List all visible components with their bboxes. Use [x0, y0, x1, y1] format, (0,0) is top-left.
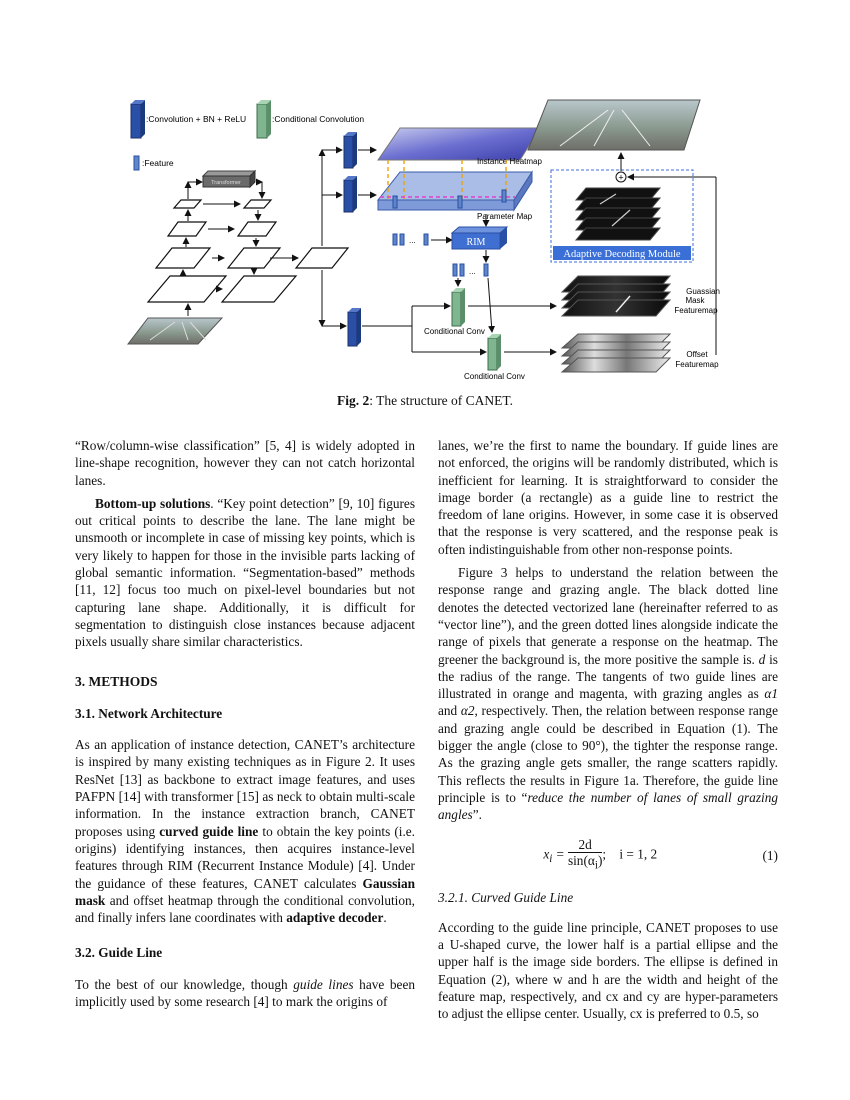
italic-term: guide lines: [293, 976, 354, 992]
legend-cond-conv-label: :Conditional Convolution: [272, 114, 364, 124]
cond-conv-arrows: [358, 146, 557, 356]
caption-label: Fig. 2: [336, 393, 370, 408]
eq-den-end: ): [597, 853, 603, 869]
rim-label: RIM: [467, 237, 486, 248]
adaptive-decoding-module-label: Adaptive Decoding Module: [563, 249, 681, 260]
conv-block-3: [347, 308, 361, 347]
feature-icon: [133, 155, 140, 171]
paragraph-text: is the radius of the range. The tangents…: [438, 651, 778, 702]
legend-conv-label: :Convolution + BN + ReLU: [146, 114, 246, 124]
subsection-heading: 3.2. Guide Line: [75, 945, 163, 961]
conv-block-2: [343, 176, 357, 213]
cond-conv-label-2: Conditional Conv: [464, 372, 525, 381]
transformer-block: Transformer: [201, 169, 257, 189]
paragraph-text: have been implicitly used by some resear…: [75, 976, 415, 1010]
cond-conv-block-2: [487, 334, 501, 371]
paragraph-text: and offset heatmap through the condition…: [75, 892, 415, 926]
gaussian-mask-label-3: Featuremap: [674, 306, 718, 315]
paragraph: To the best of our knowledge, though gui…: [75, 976, 415, 1011]
backbone-pyramid: [146, 199, 228, 303]
paragraph-text: . “Key point detection” [9, 10] figures …: [75, 495, 415, 650]
legend: :Convolution + BN + ReLU :Conditional Co…: [130, 100, 364, 171]
eq-den-sub: i: [594, 859, 598, 872]
math-symbol: d: [758, 651, 766, 667]
eq-rest: ; i = 1, 2: [602, 846, 658, 862]
eq-den-text: sin(α: [567, 853, 595, 869]
paragraph-text: ”.: [472, 807, 482, 823]
eq-numerator: 2d: [567, 837, 603, 854]
fpn-pyramid: [220, 199, 350, 303]
architecture-figure: :Convolution + BN + ReLU :Conditional Co…: [126, 99, 720, 381]
section-heading: 3. METHODS: [75, 673, 158, 689]
pyramid-arrows: [179, 146, 347, 330]
paragraph: “Row/column-wise classification” [5, 4] …: [75, 438, 415, 488]
gaussian-mask-label-2: Mask: [685, 296, 705, 305]
transformer-label: Transformer: [211, 180, 241, 186]
math-symbol: α1: [764, 686, 778, 702]
paragraph-text: Figure 3 helps to understand the relatio…: [438, 565, 778, 667]
rim-output-ellipsis: ...: [469, 267, 476, 276]
paragraph: Figure 3 helps to understand the relatio…: [438, 564, 778, 823]
offset-featuremap: [560, 333, 672, 373]
conv-blocks: [343, 132, 361, 347]
conv-block-icon: [130, 100, 145, 139]
plus-icon: +: [618, 173, 623, 183]
caption-text: : The structure of CANET.: [369, 393, 514, 408]
conv-block-1: [343, 132, 357, 169]
eq-denominator: sin(αi): [568, 853, 602, 874]
parameter-map-label: Parameter Map: [477, 212, 533, 221]
bold-term: adaptive decoder: [286, 910, 384, 926]
paragraph: According to the guide line principle, C…: [438, 919, 778, 1022]
decoded-lane-stack: [574, 187, 662, 241]
instance-heatmap-label: Instance Heatmap: [477, 157, 542, 166]
offset-label-2: Featuremap: [675, 360, 719, 369]
heatmap-correspondence: [380, 160, 515, 200]
figure-caption: Fig. 2: The structure of CANET.: [0, 393, 850, 409]
bold-term: curved guide line: [159, 823, 259, 839]
instance-heatmap: Instance Heatmap: [377, 127, 542, 166]
cond-conv-block-1: [451, 288, 465, 327]
paragraph-text: to obtain the key points (i.e. origins) …: [75, 823, 415, 891]
parameter-map: Parameter Map: [376, 170, 533, 221]
rim-input-features: [392, 233, 429, 246]
paragraph-text: As an application of instance detection,…: [75, 737, 415, 839]
paragraph: lanes, we’re the first to name the bound…: [438, 438, 778, 557]
bold-term: Gaussian mask: [75, 875, 415, 908]
eq-sub: i: [549, 853, 553, 866]
math-symbol: α2: [460, 703, 475, 719]
left-column: “Row/column-wise classification” [5, 4] …: [75, 437, 415, 1010]
parameter-features: [392, 189, 507, 209]
paragraph-text: , respectively. Then, the relation betwe…: [438, 703, 778, 805]
offset-label-1: Offset: [686, 350, 708, 359]
paragraph-text: and: [438, 703, 461, 719]
adaptive-decoding-module: + Adaptive Decoding Module: [550, 152, 694, 263]
bold-term: Bottom-up solutions: [95, 495, 211, 511]
right-column: lanes, we’re the first to name the bound…: [438, 437, 778, 1023]
gaussian-mask-featuremap: [560, 275, 672, 317]
italic-quote: reduce the number of lanes of small graz…: [438, 789, 778, 823]
eq-lhs: x: [543, 846, 550, 862]
paragraph: Bottom-up solutions. “Key point detectio…: [75, 495, 415, 651]
legend-feature-label: :Feature: [142, 158, 174, 168]
rim-block: RIM: [450, 226, 509, 250]
output-image: [527, 99, 701, 151]
paragraph-text: To the best of our knowledge, though: [75, 976, 294, 992]
paragraph-text: .: [383, 910, 387, 926]
paragraph: As an application of instance detection,…: [75, 736, 415, 926]
rim-output-features: [452, 263, 489, 277]
input-image: [126, 317, 224, 345]
gaussian-mask-label-1: Guassian: [686, 287, 720, 296]
equation-number: (1): [762, 847, 778, 863]
subsubsection-heading: 3.2.1. Curved Guide Line: [438, 889, 574, 905]
rim-ellipsis: ...: [409, 236, 416, 245]
cond-conv-label-1: Conditional Conv: [424, 327, 485, 336]
cond-conv-block-icon: [256, 100, 271, 139]
subsection-heading: 3.1. Network Architecture: [75, 705, 223, 721]
